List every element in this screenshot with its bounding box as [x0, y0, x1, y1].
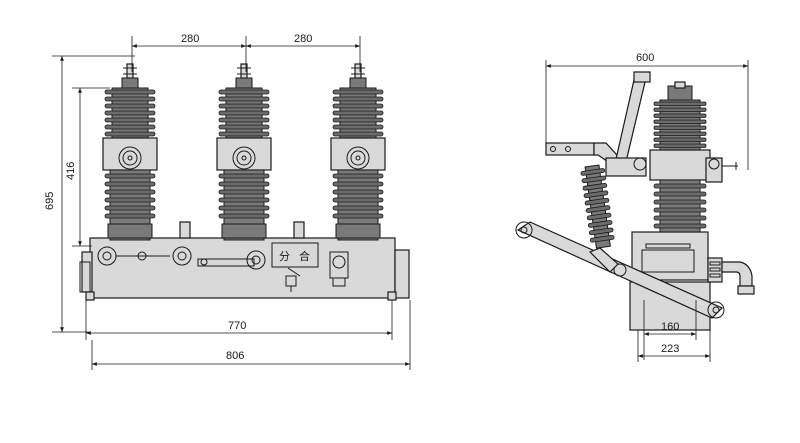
side-lever	[515, 221, 725, 319]
dim-160: 160	[661, 321, 679, 333]
dim-416: 416	[65, 162, 77, 180]
side-slanted-insulator	[580, 164, 615, 249]
insulator-pole-3	[330, 63, 386, 241]
side-insulator	[649, 81, 711, 233]
close-label: 合	[299, 249, 310, 263]
dim-223: 223	[661, 343, 679, 355]
side-contact-arm	[545, 71, 738, 183]
dim-806: 806	[226, 350, 244, 362]
dim-770: 770	[228, 320, 246, 332]
dim-695: 695	[44, 192, 56, 210]
insulator-pole-2	[216, 63, 305, 241]
front-insulators	[102, 63, 386, 241]
open-label: 分	[279, 250, 290, 263]
dim-280-right: 280	[294, 33, 312, 45]
front-housing: 分 合	[79, 237, 410, 301]
side-pipe-fitting	[707, 257, 755, 295]
insulator-pole-1	[102, 63, 191, 241]
side-view: 600 160 223	[515, 52, 755, 362]
front-dimensions: 280 280 695 416 770 806	[44, 33, 411, 370]
dim-600: 600	[636, 52, 654, 64]
front-view: 分 合 280 280 695	[44, 33, 411, 370]
dim-280-left: 280	[181, 33, 199, 45]
side-dimensions: 600 160 223	[545, 52, 749, 362]
